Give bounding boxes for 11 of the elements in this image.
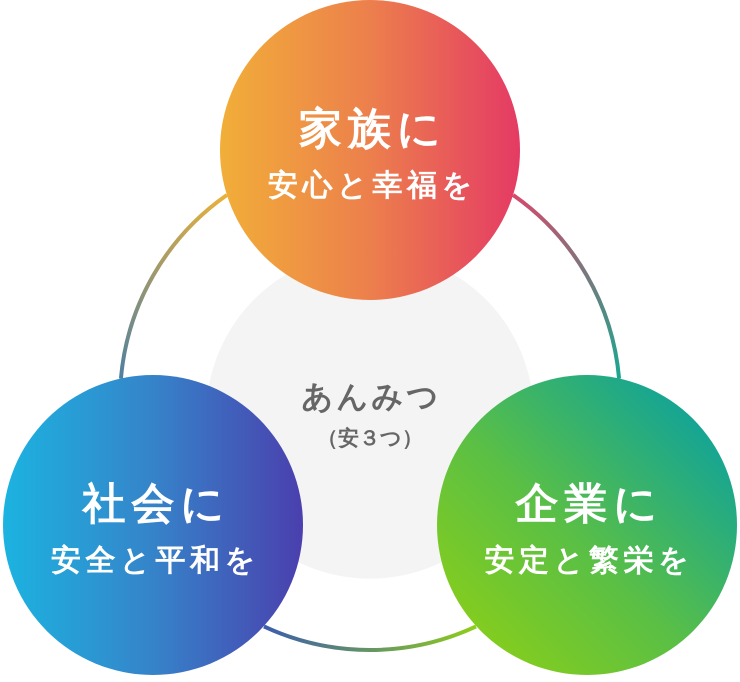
circle-subheading: 安心と幸福を [268, 168, 477, 204]
circle-heading: 社会に [82, 479, 230, 531]
circle-subheading: 安定と繁栄を [484, 542, 694, 579]
circle-heading: 家族に [299, 104, 447, 156]
circle-subheading: 安全と平和を [51, 542, 260, 579]
center-subheading: （安３つ） [317, 426, 423, 452]
circle-heading: 企業に [516, 479, 664, 531]
connector-arc [118, 193, 228, 379]
center-heading: あんみつ [302, 378, 442, 416]
connector-arc [263, 624, 477, 652]
connector-arc [512, 193, 622, 379]
